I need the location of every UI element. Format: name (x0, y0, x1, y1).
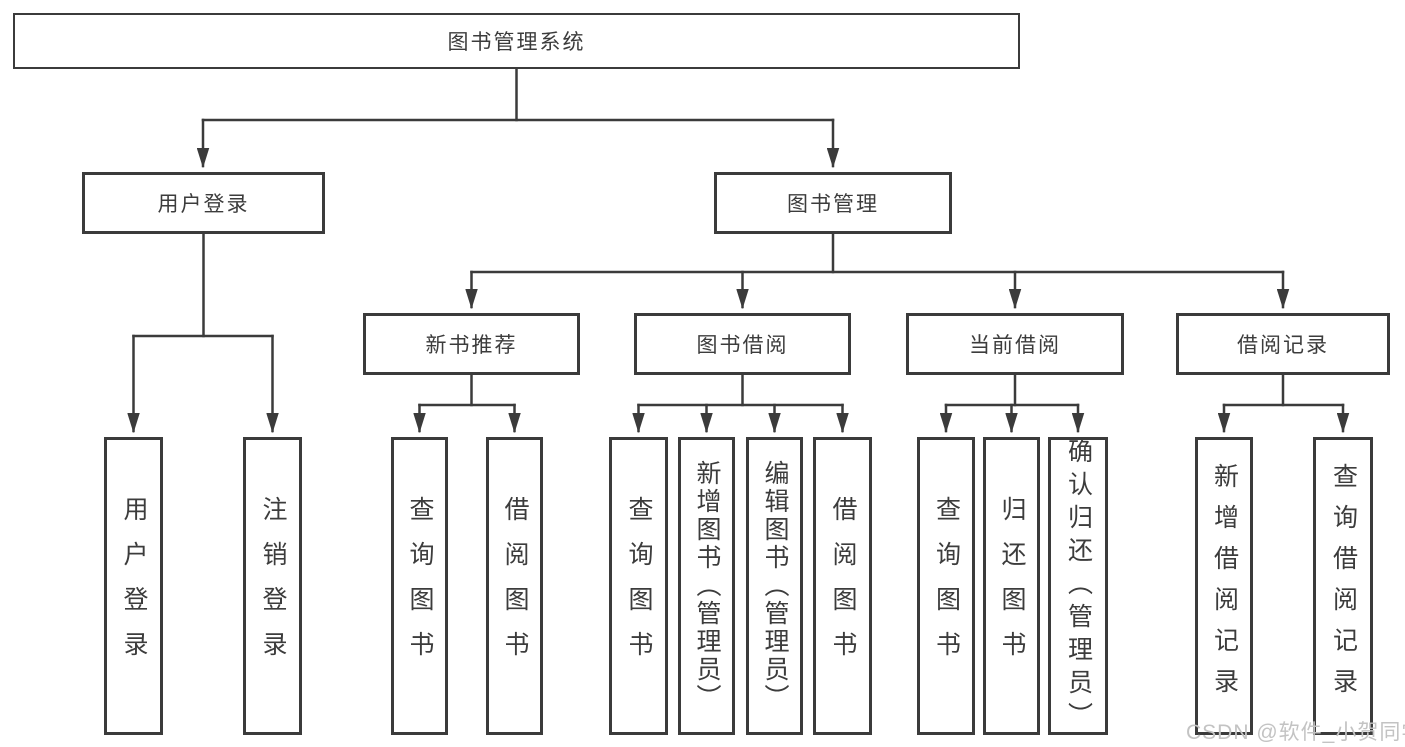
node-book-borrow: 图书借阅 (634, 313, 851, 375)
leaf-edit-books-admin: 编辑图书（管理员） (746, 437, 803, 735)
leaf-confirm-return-admin: 确认归还（管理员） (1048, 437, 1108, 735)
node-new-book-recommend-label: 新书推荐 (425, 334, 518, 357)
leaf-user-login-label: 用户登录 (120, 496, 148, 676)
node-book-management-label: 图书管理 (787, 193, 879, 216)
node-library-management-system: 图书管理系统 (13, 13, 1020, 69)
node-current-borrow: 当前借阅 (906, 313, 1124, 375)
csdn-watermark: CSDN @软件_小贺同学 (1186, 721, 1405, 744)
leaf-add-borrow-record-label: 新增借阅记录 (1210, 463, 1239, 709)
branch-book-management (465, 232, 1290, 310)
leaf-query-borrow-record: 查询借阅记录 (1313, 437, 1373, 735)
node-user-login-group: 用户登录 (82, 172, 325, 234)
leaf-logout: 注销登录 (243, 437, 302, 735)
leaf-logout-label: 注销登录 (259, 496, 287, 676)
branch-borrow-records (1217, 373, 1350, 434)
node-borrow-records: 借阅记录 (1176, 313, 1390, 375)
node-user-login-group-label: 用户登录 (157, 193, 250, 216)
leaf-add-books-admin-label: 新增图书（管理员） (693, 460, 721, 712)
leaf-return-books-label: 归还图书 (998, 496, 1026, 676)
node-library-management-system-label: 图书管理系统 (447, 31, 586, 54)
leaf-borrow-query-books-label: 查询图书 (625, 496, 653, 676)
branch-new-book-recommend (413, 373, 521, 434)
leaf-add-borrow-record: 新增借阅记录 (1195, 437, 1253, 735)
leaf-return-books: 归还图书 (983, 437, 1040, 735)
node-book-borrow-label: 图书借阅 (696, 334, 789, 357)
leaf-borrow-books-label: 借阅图书 (829, 496, 857, 676)
node-new-book-recommend: 新书推荐 (363, 313, 580, 375)
branch-book-borrow (632, 373, 849, 434)
leaf-borrow-books: 借阅图书 (813, 437, 872, 735)
branch-root (196, 67, 840, 169)
branch-current-borrow (939, 373, 1085, 434)
leaf-add-books-admin: 新增图书（管理员） (678, 437, 735, 735)
leaf-recommend-query-books-label: 查询图书 (406, 496, 434, 676)
branch-user-login (127, 232, 279, 434)
leaf-recommend-borrow-books: 借阅图书 (486, 437, 543, 735)
leaf-current-query-books-label: 查询图书 (932, 496, 961, 676)
leaf-query-borrow-record-label: 查询借阅记录 (1329, 463, 1358, 709)
leaf-user-login: 用户登录 (104, 437, 163, 735)
leaf-recommend-borrow-books-label: 借阅图书 (501, 496, 529, 676)
node-book-management: 图书管理 (714, 172, 952, 234)
leaf-current-query-books: 查询图书 (917, 437, 975, 735)
leaf-borrow-query-books: 查询图书 (609, 437, 668, 735)
leaf-edit-books-admin-label: 编辑图书（管理员） (761, 460, 789, 712)
leaf-confirm-return-admin-label: 确认归还（管理员） (1064, 437, 1093, 735)
leaf-recommend-query-books: 查询图书 (391, 437, 448, 735)
node-borrow-records-label: 借阅记录 (1237, 334, 1329, 357)
node-current-borrow-label: 当前借阅 (969, 334, 1061, 357)
